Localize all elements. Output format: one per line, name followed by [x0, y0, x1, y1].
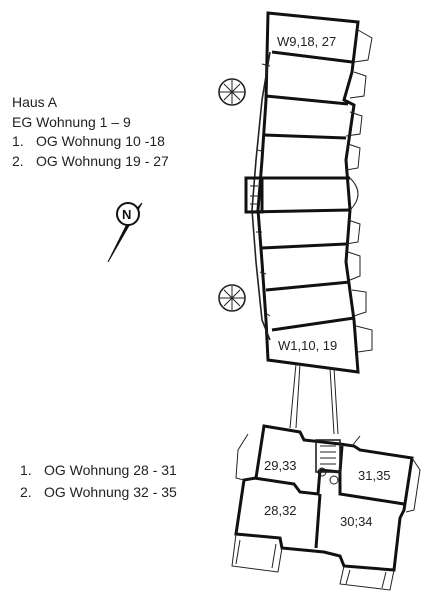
- legend-b-line1: 1. OG Wohnung 28 - 31: [20, 459, 177, 481]
- legend-a-line3-num: 2.: [12, 152, 24, 169]
- legend-haus-a: Haus A EG Wohnung 1 – 9 1. OG Wohnung 10 …: [12, 93, 169, 171]
- north-arrow-icon: N: [107, 202, 143, 263]
- unit-label-b-lower-right: 30;34: [340, 514, 373, 529]
- legend-a-title: Haus A: [12, 94, 58, 110]
- walkway: [289, 363, 339, 435]
- legend-a-line3-text: OG Wohnung 19 - 27: [36, 152, 169, 169]
- legend-a-line1: EG Wohnung 1 – 9: [12, 113, 131, 130]
- unit-label-bottom: W1,10, 19: [278, 338, 337, 353]
- legend-b-line2: 2. OG Wohnung 32 - 35: [20, 481, 177, 503]
- legend-haus-b: 1. OG Wohnung 28 - 31 2. OG Wohnung 32 - 3…: [20, 459, 177, 503]
- legend-b-line2-num: 2.: [20, 484, 32, 500]
- legend-a-line2-num: 1.: [12, 133, 24, 149]
- building-b: [231, 424, 421, 591]
- unit-label-b-upper-left: 29,33: [264, 458, 297, 473]
- legend-b-line1-num: 1.: [20, 462, 32, 478]
- legend-a-line3: 2. OG Wohnung 19 - 27: [12, 152, 169, 172]
- unit-label-b-upper-right: 31,35: [358, 468, 391, 483]
- legend-a-line2: 1. OG Wohnung 10 -18: [12, 132, 169, 152]
- compass-letter: N: [122, 207, 131, 222]
- legend-b-line2-text: OG Wohnung 32 - 35: [44, 484, 177, 500]
- unit-label-b-lower-left: 28,32: [264, 503, 297, 518]
- building-a: [218, 11, 373, 374]
- unit-label-top: W9,18, 27: [277, 34, 336, 49]
- legend-b-line1-text: OG Wohnung 28 - 31: [44, 462, 177, 478]
- legend-a-line2-text: OG Wohnung 10 -18: [36, 133, 165, 149]
